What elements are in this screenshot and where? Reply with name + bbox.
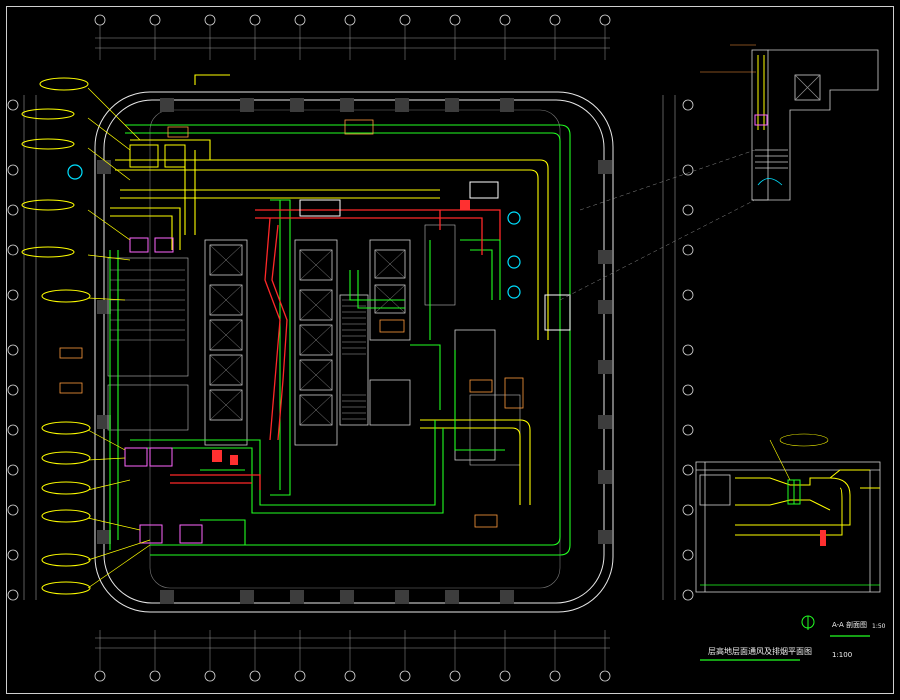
axis-bubble-icon [7,14,694,682]
callout-labels [59,119,524,528]
section-ducts [735,469,880,536]
title-underlines [700,635,870,661]
section-fan [787,479,801,505]
drawing-frame [6,6,894,694]
detail-stair-shaft [751,49,879,201]
room-outlines [107,224,521,466]
smoke-dampers [212,200,470,465]
supply-duct-network [110,74,549,505]
equipment-units [124,144,571,544]
section-leader [769,433,829,481]
smoke-duct-network [170,209,501,490]
plan-scale: 1:100 [832,651,853,659]
grid-axes-top [23,37,676,649]
detail-shaft-duct [754,55,768,130]
section-marker-icon [801,615,815,630]
callout-bubbles [21,77,91,595]
stair-treads [110,269,366,420]
section-title: A-A 剖面图 [832,621,868,629]
callout-leaders [87,87,151,589]
drawing-title: 层高地层面通风及排烟平面图 [708,647,812,656]
elevator-cross [209,244,406,426]
column-square-icon [97,98,612,604]
section-dampers [820,530,826,546]
detail-link-lines [559,149,756,301]
dimension-ticks [99,25,606,670]
detail-callout [700,44,756,73]
section-scale: 1:50 [872,623,886,630]
exhaust-duct-network [109,124,571,556]
fan-circle-icon [67,164,521,299]
